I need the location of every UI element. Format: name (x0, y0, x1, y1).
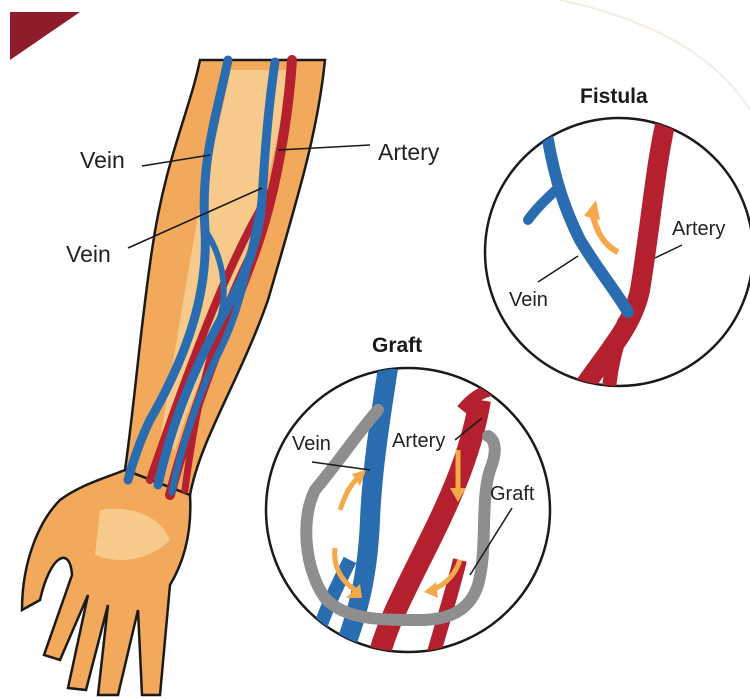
fistula-inset: Fistula Artery Vein (485, 85, 750, 400)
corner-ribbon (10, 12, 80, 60)
label-artery: Artery (378, 139, 440, 165)
fistula-title: Fistula (580, 85, 648, 108)
graft-label-artery: Artery (392, 430, 445, 452)
graft-label-graft: Graft (490, 483, 535, 505)
label-vein-top: Vein (80, 147, 125, 173)
graft-title: Graft (372, 334, 422, 357)
fistula-label-vein: Vein (509, 289, 548, 311)
graft-inset: Graft Vein Artery Graft (266, 334, 550, 660)
graft-label-vein: Vein (292, 433, 331, 455)
label-vein-lower: Vein (66, 241, 111, 267)
fistula-label-artery: Artery (672, 218, 725, 240)
hand (22, 470, 190, 695)
